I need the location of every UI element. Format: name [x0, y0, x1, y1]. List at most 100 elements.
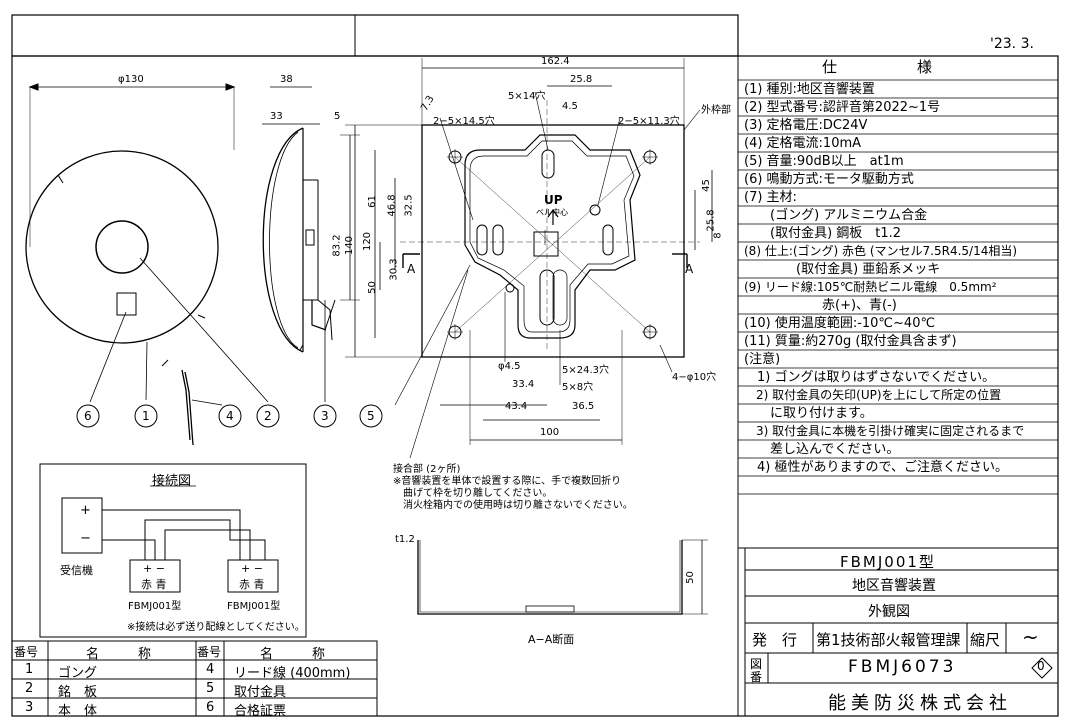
drawing-type: 外観図 — [868, 604, 910, 620]
spec-line: (11) 質量:約270g (取付金具含まず) — [744, 334, 957, 349]
up-label: UP — [544, 193, 563, 207]
revision: 0 — [1037, 659, 1045, 673]
spec-line: (注意) — [744, 352, 781, 367]
parts-table-lines — [11, 640, 378, 717]
parts-header-no: 番号 — [197, 645, 222, 659]
dim-label: 36.5 — [572, 401, 595, 412]
dim-label: 25.8 — [570, 74, 593, 85]
dim-label: 8 — [712, 232, 724, 239]
dim-label: 120 — [362, 231, 374, 252]
terminal-colors: 赤 青 — [141, 578, 167, 591]
parts-header-name: 名 称 — [260, 647, 326, 662]
spec-line: (4) 定格電流:10mA — [744, 136, 862, 151]
parts-no: 2 — [25, 681, 34, 696]
drawing-no-label-2: 番 — [750, 670, 763, 684]
spec-line: 3) 取付金具に本機を引掛け確実に固定されるまで — [744, 424, 1025, 438]
dim-label: 5 — [334, 111, 341, 122]
parts-no: 1 — [25, 662, 34, 677]
parts-no: 6 — [206, 700, 215, 715]
title-block-lines — [738, 547, 1058, 716]
spec-line: 1) ゴングは取りはずさないでください。 — [744, 370, 996, 385]
spec-heading: 仕 様 — [822, 58, 937, 76]
parts-name: 本 体 — [58, 704, 98, 719]
parts-no: 3 — [25, 700, 34, 715]
dim-label: 2−5×14.5穴 — [433, 116, 495, 127]
section-label: A−A断面 — [528, 633, 575, 646]
section-marker: A — [685, 262, 694, 276]
dim-label: φ4.5 — [498, 361, 521, 372]
parts-no: 4 — [206, 662, 215, 677]
wiring-minus: − — [80, 531, 91, 546]
joint-note-line: 曲げて枠を切り離してください。 — [393, 488, 553, 499]
spec-line: (7) 主材: — [744, 190, 797, 205]
parts-header-name: 名 称 — [86, 647, 152, 662]
front-view — [25, 83, 269, 446]
parts-name: リード線 (400mm) — [234, 666, 351, 681]
joint-note-line: 消火栓箱内での使用時は切り離さないでください。 — [393, 500, 633, 511]
dim-label: 45 — [700, 179, 712, 192]
dim-label: 30.3 — [388, 258, 400, 281]
product-name: 地区音響装置 — [852, 578, 936, 594]
company-name: 能美防災株式会社 — [828, 693, 1012, 714]
dim-label: 5×24.3穴 — [562, 365, 610, 376]
parts-name: ゴング — [58, 666, 98, 681]
spec-line: (9) リード線:105℃耐熱ビニル電線 0.5mm² — [744, 280, 997, 294]
bracket-view — [345, 58, 713, 459]
wiring-diagram — [39, 463, 307, 638]
parts-name: 合格証票 — [234, 704, 287, 719]
model-name: FBMJ001型 — [840, 553, 936, 571]
dim-label: 4.5 — [562, 101, 578, 112]
bell-center-label: ベル中心 — [536, 208, 568, 217]
terminal-signs: + − — [241, 562, 263, 575]
spec-line: 4) 極性がありますので、ご注意ください。 — [744, 460, 1008, 475]
dim-label: 140 — [344, 235, 356, 256]
callout-circles — [76, 404, 383, 428]
dim-label: 4−φ10穴 — [672, 372, 717, 383]
terminal-colors: 赤 青 — [239, 578, 265, 591]
dim-label: 100 — [540, 427, 560, 438]
spec-table-lines — [738, 79, 1058, 495]
dim-label: 33 — [270, 111, 283, 122]
dim-label: 50 — [684, 571, 696, 584]
spec-line: に取り付けます。 — [744, 406, 873, 421]
wiring-title: 接続図 — [152, 474, 192, 489]
callout-number: 1 — [142, 409, 150, 423]
receiver-label: 受信機 — [60, 564, 93, 577]
dim-label: 50 — [366, 281, 378, 294]
issue-label: 発 行 — [752, 631, 798, 649]
dim-label: 61 — [366, 195, 378, 208]
dim-label: 25.8 — [705, 209, 717, 232]
spec-line: (取付金具) 鋼板 t1.2 — [744, 226, 902, 241]
section-view — [417, 539, 708, 615]
parts-no: 5 — [206, 681, 215, 696]
wiring-note: ※接続は必ず送り配線としてください。 — [127, 622, 305, 633]
spec-line: (2) 型式番号:認評音第2022~1号 — [744, 100, 941, 115]
spec-line: (1) 種別:地区音響装置 — [744, 82, 875, 97]
dim-label: 2−5×11.3穴 — [618, 116, 680, 127]
callout-number: 5 — [367, 409, 375, 423]
callout-number: 6 — [84, 409, 92, 423]
dim-label: φ130 — [118, 74, 144, 85]
spec-line: 2) 取付金具の矢印(UP)を上にして所定の位置 — [744, 388, 1002, 402]
dim-label: 43.4 — [505, 401, 528, 412]
dim-label: 46.8 — [386, 194, 398, 217]
dim-label: t1.2 — [395, 534, 415, 545]
drawing-number: FBMJ6073 — [848, 657, 957, 677]
joint-note-line: ※音響装置を単体で設置する際に、手で複数回折り — [393, 476, 622, 487]
scale-value: ~ — [1022, 625, 1039, 649]
department: 第1技術部火報管理課 — [816, 631, 961, 649]
dim-label: 38 — [280, 74, 293, 85]
spec-line: 赤(+)、青(-) — [744, 298, 897, 313]
callout-number: 2 — [264, 409, 272, 423]
device-label: FBMJ001型 — [128, 601, 182, 612]
spec-line: (8) 仕上:(ゴング) 赤色 (マンセル7.5R4.5/14相当) — [744, 244, 1018, 258]
dim-label: 162.4 — [541, 56, 570, 67]
terminal-signs: + − — [143, 562, 165, 575]
drawing-no-label-1: 図 — [750, 657, 763, 671]
side-view — [262, 86, 360, 402]
spec-line: (6) 鳴動方式:モータ駆動方式 — [744, 172, 914, 187]
spec-line: (3) 定格電圧:DC24V — [744, 118, 868, 133]
section-marker: A — [407, 262, 416, 276]
callout-number: 3 — [321, 409, 329, 423]
outer-frame-label: 外枠部 — [701, 105, 731, 116]
